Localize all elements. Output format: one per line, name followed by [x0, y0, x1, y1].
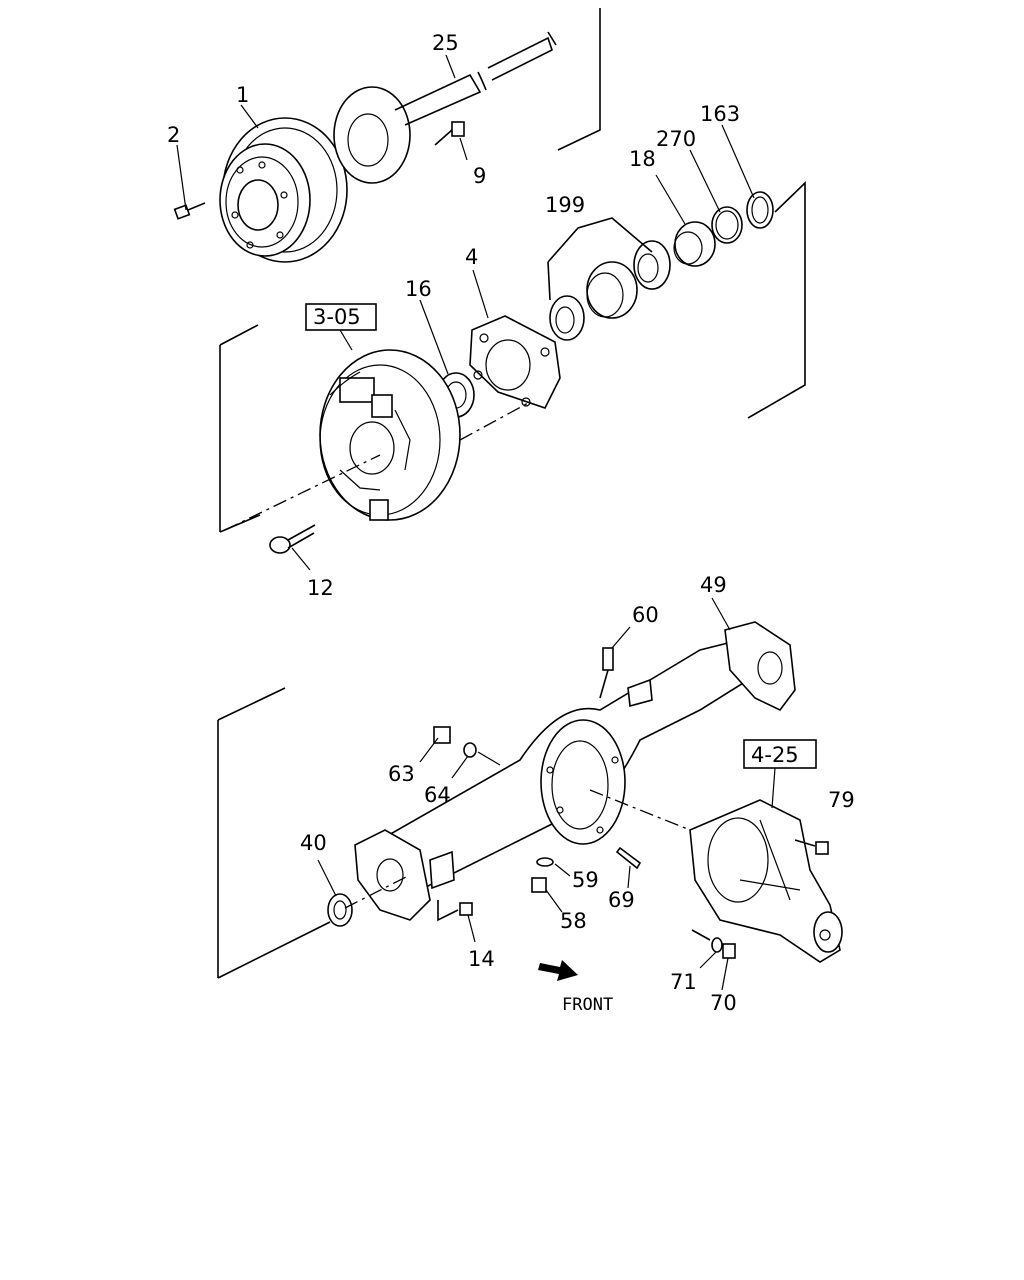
center-axis-line-2: [459, 401, 531, 441]
callout-58: 58: [560, 909, 587, 933]
hub-bolt[interactable]: [434, 121, 465, 146]
callout-71: 71: [670, 970, 697, 994]
spring-seat-right[interactable]: [627, 678, 653, 708]
nut-14-bracket: [437, 900, 459, 922]
axle-housing-flange[interactable]: [469, 315, 561, 409]
lower-bracket-top: [217, 687, 286, 721]
callout-4: 4: [465, 245, 478, 269]
oil-seal-40[interactable]: [327, 893, 353, 927]
callout-199: 199: [545, 193, 585, 217]
lower-bracket-bottom: [217, 921, 331, 979]
callout-59: 59: [572, 868, 599, 892]
brake-backing-plate[interactable]: [319, 349, 461, 521]
bolt-79[interactable]: [794, 839, 829, 855]
ref-label-brake-assembly: 3-05: [313, 305, 361, 329]
bracket-199: [547, 217, 653, 263]
washer-64[interactable]: [463, 742, 477, 758]
differential-carrier[interactable]: [689, 799, 843, 963]
fastener-bracket: [691, 929, 711, 941]
callout-60: 60: [632, 603, 659, 627]
bearing-18[interactable]: [673, 221, 716, 267]
stud-69[interactable]: [615, 846, 642, 870]
callout-79: 79: [828, 788, 855, 812]
brake-drum[interactable]: [219, 117, 348, 263]
callout-18: 18: [629, 147, 656, 171]
nut-70[interactable]: [722, 943, 736, 959]
ring-270[interactable]: [711, 206, 743, 244]
backing-plate-bracket-top: [219, 324, 259, 346]
carrier-axis-line: [589, 789, 691, 831]
callout-64: 64: [424, 783, 451, 807]
callout-9: 9: [473, 164, 486, 188]
callout-12: 12: [307, 576, 334, 600]
bearing-199-outer[interactable]: [633, 240, 671, 290]
breather[interactable]: [599, 647, 614, 699]
lower-axis-line: [344, 874, 411, 909]
bracket-199-left: [547, 261, 551, 301]
ref-box-brake-assembly: [305, 303, 377, 331]
axle-end-flange-left[interactable]: [354, 829, 431, 921]
right-bracket-line: [747, 181, 806, 419]
front-direction-label: FRONT: [562, 995, 613, 1015]
backing-plate-bolt[interactable]: [269, 524, 316, 554]
drum-bolt[interactable]: [173, 202, 206, 220]
leader-lines: [176, 54, 776, 991]
ref-label-differential: 4-25: [751, 743, 799, 767]
bearing-race[interactable]: [586, 261, 638, 319]
callout-1: 1: [236, 83, 249, 107]
center-axis-line: [224, 454, 381, 531]
callout-25: 25: [432, 31, 459, 55]
ref-box-differential: [743, 739, 817, 769]
callout-63: 63: [388, 762, 415, 786]
snap-ring[interactable]: [746, 191, 774, 229]
front-arrow-icon: [538, 960, 578, 981]
callout-49: 49: [700, 573, 727, 597]
shaft-bracket-line: [557, 8, 601, 151]
callout-69: 69: [608, 888, 635, 912]
axle-shaft[interactable]: [333, 31, 557, 184]
bearing-199-inner[interactable]: [549, 295, 585, 341]
callout-16: 16: [405, 277, 432, 301]
callout-2: 2: [167, 123, 180, 147]
callout-270: 270: [656, 127, 696, 151]
nut-14[interactable]: [459, 902, 473, 916]
axle-end-flange-right[interactable]: [724, 621, 796, 712]
washer-71[interactable]: [711, 937, 723, 953]
callout-70: 70: [710, 991, 737, 1015]
spring-seat-left[interactable]: [429, 850, 455, 890]
plug-59[interactable]: [536, 857, 554, 867]
callout-14: 14: [468, 947, 495, 971]
callout-40: 40: [300, 831, 327, 855]
callout-163: 163: [700, 102, 740, 126]
drain-plug-58[interactable]: [531, 877, 547, 893]
axle-housing[interactable]: [378, 634, 782, 892]
